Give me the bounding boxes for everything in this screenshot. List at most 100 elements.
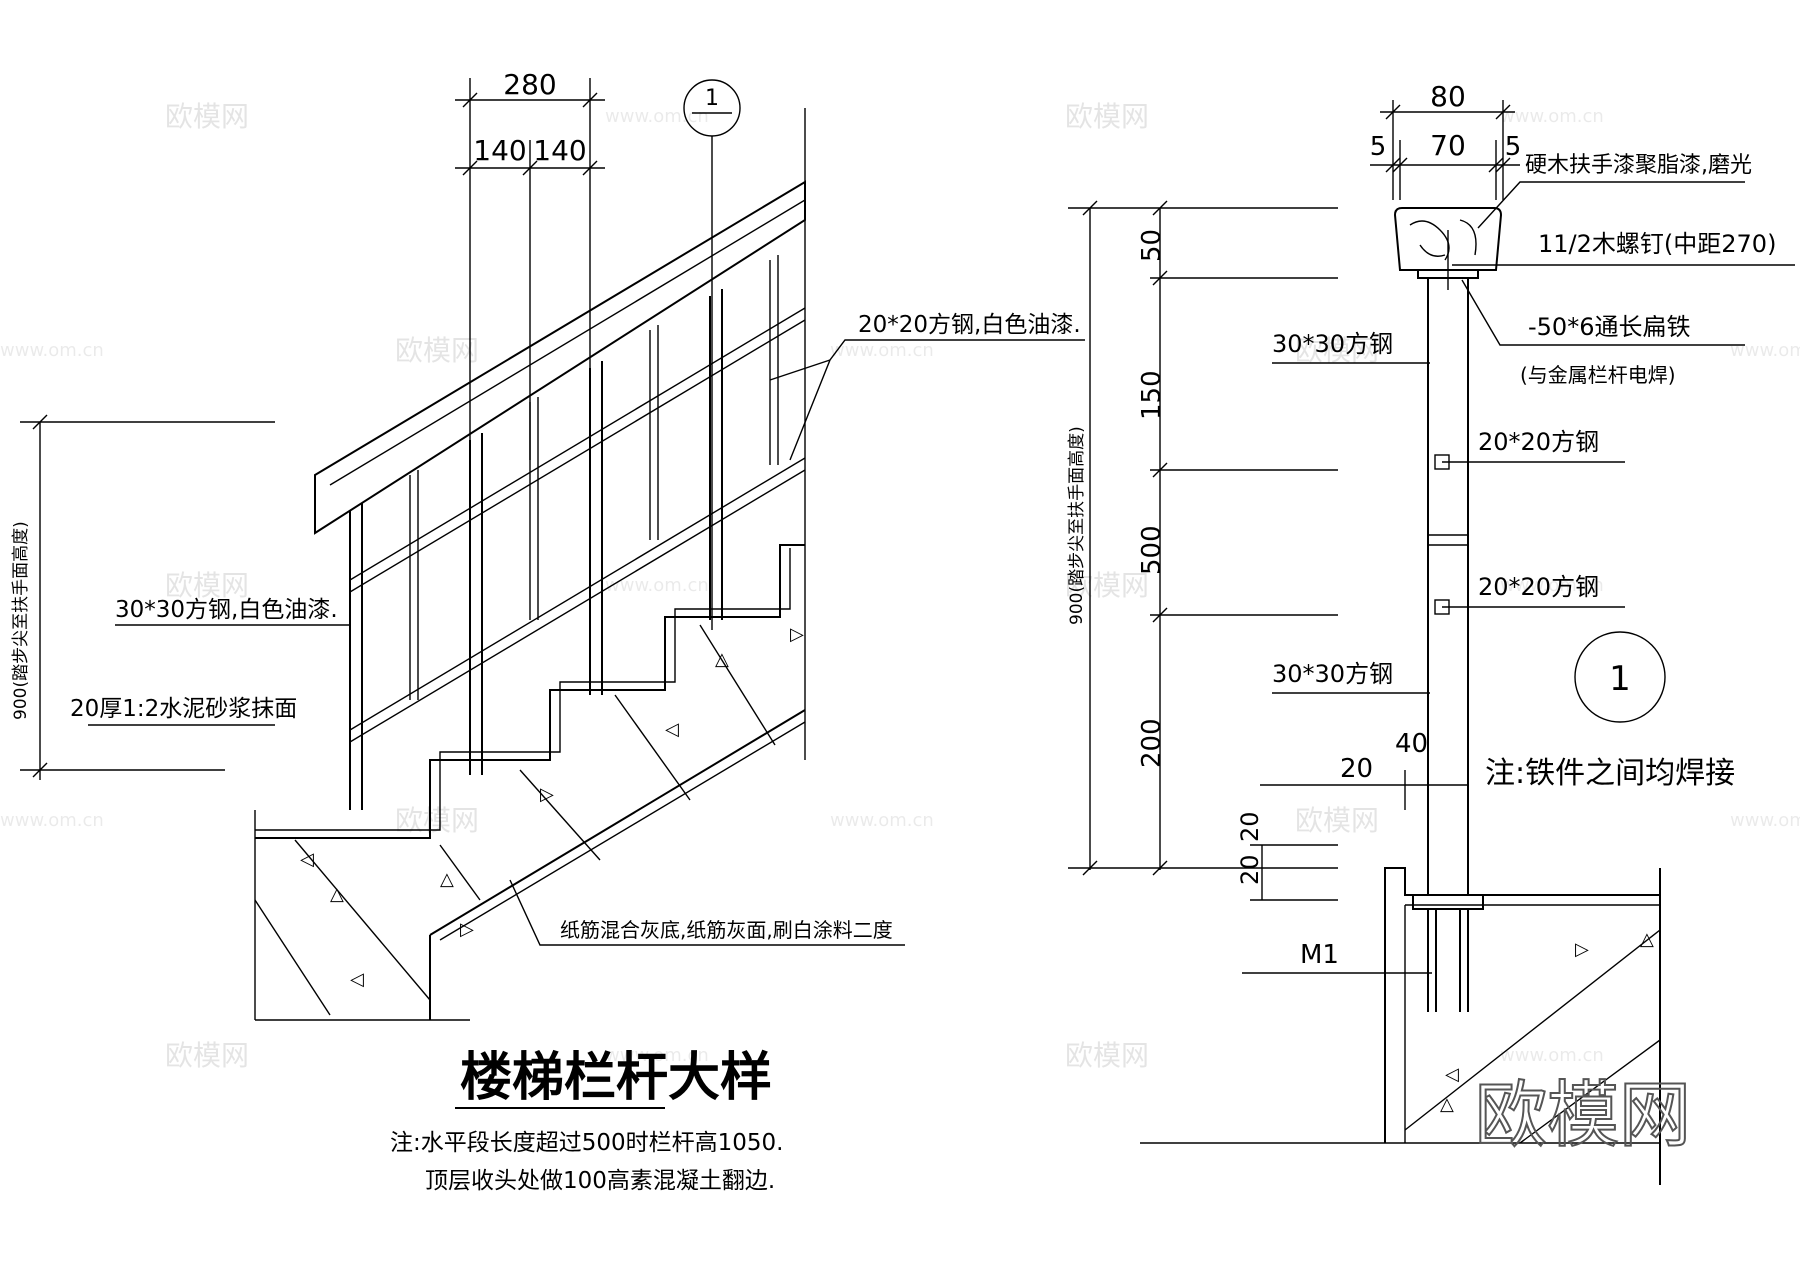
svg-text:◁: ◁ — [350, 969, 364, 990]
section-mark-circle-right — [1574, 631, 1666, 723]
dim-80: 80 — [1430, 80, 1466, 113]
label-embed-m1: M1 — [1300, 940, 1339, 970]
wood-grain — [1409, 219, 1477, 261]
dim-5-right: 5 — [1505, 132, 1522, 162]
watermark-url: www.om.cn — [830, 810, 934, 831]
dim-280: 280 — [503, 68, 556, 101]
dim-tick — [462, 92, 478, 108]
dim-150-vertical: 150 — [1137, 370, 1167, 420]
watermark-url: www.om.cn — [1730, 810, 1800, 831]
label-screw: 11/2木螺钉(中距270) — [1538, 230, 1776, 258]
dim-tick — [582, 160, 598, 176]
stair-soffit-finish — [439, 721, 806, 941]
label-bar-1: 20*20方钢 — [1478, 428, 1599, 456]
watermark-url: www.om.cn — [1730, 340, 1800, 361]
watermark-url: www.om.cn — [830, 340, 934, 361]
watermark-url: www.om.cn — [1500, 1045, 1604, 1066]
dim-140-b: 140 — [533, 134, 586, 167]
watermark-brand: 欧模网 — [1295, 804, 1379, 837]
dim-tick — [462, 160, 478, 176]
watermark-brand: 欧模网 — [165, 569, 249, 602]
lower-rail — [349, 469, 806, 743]
left-stair-detail: 280 140 140 1 — [11, 68, 1085, 1194]
section-mark-number-right: 1 — [1609, 659, 1631, 699]
dim-tick — [32, 414, 48, 430]
watermark-brand: 欧模网 — [1065, 569, 1149, 602]
note-line-2: 顶层收头处做100高素混凝土翻边. — [425, 1168, 775, 1194]
note-line-1: 注:水平段长度超过500时栏杆高1050. — [390, 1130, 784, 1156]
dim-500-vertical: 500 — [1137, 525, 1167, 575]
right-railing-section: 80 5 70 5 ▷ △ ◁ — [1067, 80, 1795, 1185]
stair-steps — [255, 544, 805, 839]
watermark-url: www.om.cn — [605, 1045, 709, 1066]
label-flatbar-note: (与金属栏杆电焊) — [1520, 363, 1676, 387]
svg-text:△: △ — [440, 869, 454, 890]
label-post-lower: 30*30方钢 — [1272, 660, 1393, 688]
leader-top-rail — [789, 339, 1085, 461]
label-soffit: 纸筋混合灰底,纸筋灰面,刷白涂料二度 — [560, 918, 893, 942]
stair-soffit — [429, 709, 806, 936]
handrail — [314, 180, 806, 535]
dim-200-vertical: 200 — [1137, 718, 1167, 768]
svg-text:▷: ▷ — [460, 919, 474, 940]
watermark-url: www.om.cn — [605, 575, 709, 596]
base-plate — [1412, 894, 1484, 910]
svg-text:◁: ◁ — [300, 849, 314, 870]
svg-text:◁: ◁ — [1445, 1064, 1459, 1085]
handrail-inner-edge — [329, 199, 806, 486]
label-post: 30*30方钢,白色油漆. — [115, 597, 338, 623]
svg-text:◁: ◁ — [665, 719, 679, 740]
watermark-url: www.om.cn — [0, 340, 104, 361]
dim-50-vertical: 50 — [1137, 229, 1167, 262]
dim-140-a: 140 — [473, 134, 526, 167]
label-top-rail: 20*20方钢,白色油漆. — [858, 312, 1081, 338]
label-flatbar: -50*6通长扁铁 — [1528, 313, 1690, 341]
label-height-900: 900(踏步尖至扶手面高度) — [11, 521, 31, 720]
leader-soffit — [509, 879, 905, 946]
svg-text:▷: ▷ — [540, 784, 554, 805]
watermark-url: www.om.cn — [1500, 575, 1604, 596]
slab-top — [1483, 868, 1661, 896]
leader-handrail — [1477, 181, 1745, 229]
watermark-url: www.om.cn — [605, 106, 709, 127]
label-bar-2: 20*20方钢 — [1478, 573, 1599, 601]
dim-20-horizontal: 20 — [1340, 754, 1373, 784]
svg-text:△: △ — [715, 649, 729, 670]
watermark-brand: 欧模网 — [395, 804, 479, 837]
watermark-brand: 欧模网 — [165, 100, 249, 133]
brand-logo-watermark: 欧模网 — [1475, 1073, 1691, 1157]
svg-text:△: △ — [1640, 929, 1654, 950]
baluster-group — [349, 255, 779, 810]
label-finish: 20厚1:2水泥砂浆抹面 — [70, 696, 297, 722]
watermark-brand: 欧模网 — [1295, 334, 1379, 367]
slab-edge-left — [1384, 867, 1413, 1143]
drawing-title: 楼梯栏杆大样 — [460, 1048, 772, 1108]
dim-20-vertical-b: 20 — [1236, 854, 1264, 885]
wood-handrail — [1393, 207, 1503, 271]
dim-5-left: 5 — [1370, 132, 1387, 162]
label-handrail: 硬木扶手漆聚脂漆,磨光 — [1525, 153, 1752, 178]
label-post-upper: 30*30方钢 — [1272, 330, 1393, 358]
concrete-hatch: ◁ △ ◁ ▷ △ ▷ ◁ △ ▷ — [254, 624, 804, 1016]
dim-tick — [522, 160, 538, 176]
svg-text:▷: ▷ — [1575, 939, 1589, 960]
lower-rail — [349, 457, 806, 731]
section-mark-number: 1 — [705, 86, 719, 111]
mid-rail — [349, 319, 806, 593]
svg-text:▷: ▷ — [790, 624, 804, 645]
svg-text:△: △ — [1440, 1094, 1454, 1115]
weld-note: 注:铁件之间均焊接 — [1485, 756, 1735, 791]
watermark-url: www.om.cn — [1500, 106, 1604, 127]
label-height-900-right: 900(踏步尖至扶手面高度) — [1067, 426, 1087, 625]
mid-rail — [349, 307, 806, 581]
watermark-brand: 欧模网 — [1065, 100, 1149, 133]
stair-finish-layer — [255, 548, 791, 831]
dim-tick — [32, 762, 48, 778]
leader-flatbar — [1461, 279, 1745, 346]
section-mark-circle — [683, 79, 741, 137]
slab-hatch: ▷ △ ◁ △ — [1404, 929, 1661, 1144]
svg-text:△: △ — [330, 884, 344, 905]
watermark-brand: 欧模网 — [165, 1039, 249, 1072]
dim-tick — [582, 92, 598, 108]
